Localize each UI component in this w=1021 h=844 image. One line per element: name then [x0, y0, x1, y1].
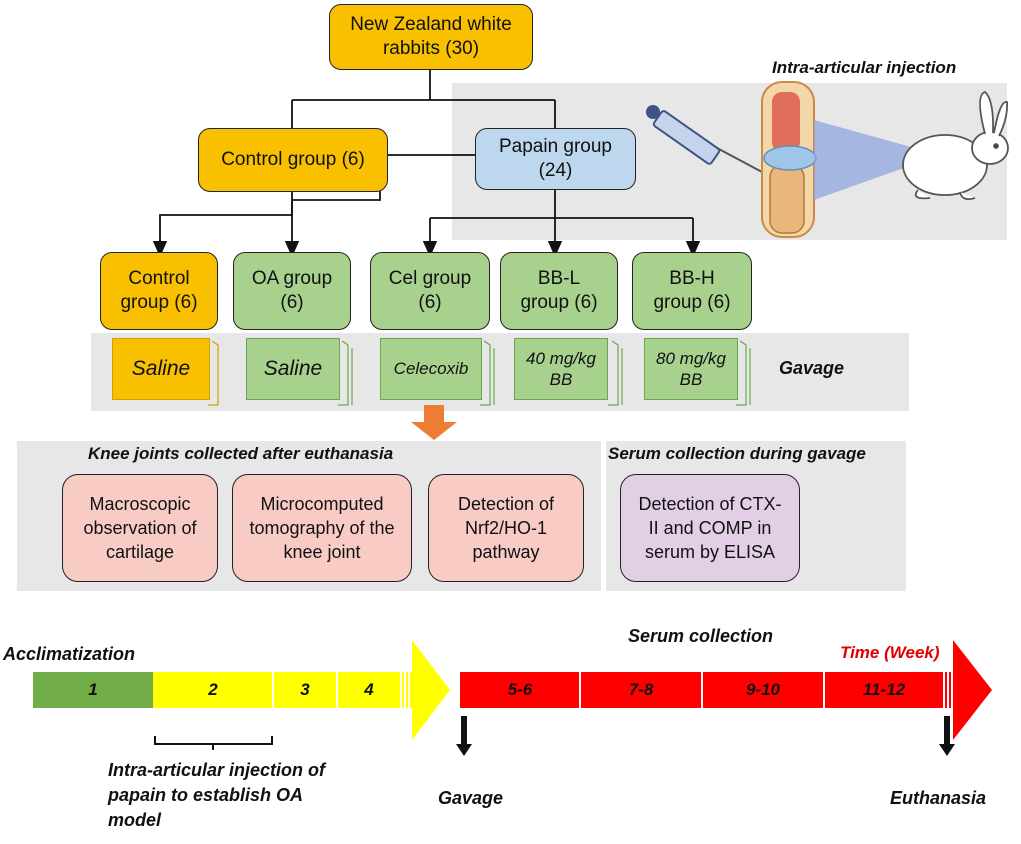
- control-group-label: Control group (6): [221, 149, 365, 170]
- down-arrow: [411, 405, 457, 440]
- gavage-time-label: Gavage: [438, 788, 504, 808]
- week-label: 11-12: [862, 680, 906, 699]
- knee-section-title: Knee joints collected after euthanasia: [88, 444, 394, 463]
- card-stacks: [208, 340, 751, 406]
- treatment-card: 80 mg/kg BB: [644, 338, 738, 400]
- subgroup-bb-h: BB-H group (6): [632, 252, 752, 330]
- control-group-box: Control group (6): [198, 128, 388, 192]
- assay-elisa: Detection of CTX-II and COMP in serum by…: [620, 474, 800, 582]
- subgroup-oa: OA group (6): [233, 252, 351, 330]
- subgroup-label: BB-H group (6): [653, 268, 731, 313]
- subgroup-label: BB-L group (6): [520, 268, 598, 313]
- projection-beam: [814, 120, 940, 200]
- assay-macroscopic: Macroscopic observation of cartilage: [62, 474, 218, 582]
- euthanasia-label: Euthanasia: [890, 788, 987, 808]
- knee-joint-icon: [761, 81, 817, 238]
- subgroup-label: Cel group (6): [388, 268, 472, 313]
- week-label: 7-8: [628, 680, 654, 699]
- red-separators: [579, 652, 953, 728]
- week-label: 5-6: [507, 680, 533, 699]
- week-label: 1: [88, 680, 98, 699]
- injection-label: Intra-articular injection: [772, 58, 957, 77]
- subgroup-label: Control group (6): [120, 268, 198, 313]
- subgroup-cel: Cel group (6): [370, 252, 490, 330]
- treatment-card: Celecoxib: [380, 338, 482, 400]
- root-box: New Zealand white rabbits (30): [329, 4, 533, 70]
- tree-connectors: [152, 70, 701, 258]
- week-label: 9-10: [745, 680, 781, 699]
- yellow-timeline-arrow: [33, 640, 450, 740]
- subgroup-bb-l: BB-L group (6): [500, 252, 618, 330]
- red-timeline-arrow: [460, 640, 992, 740]
- assay-micro-ct: Microcomputed tomography of the knee joi…: [232, 474, 412, 582]
- gavage-panel: [91, 333, 909, 411]
- syringe-icon: [646, 105, 763, 173]
- injection-bracket: [154, 736, 273, 750]
- injection-note: Intra-articular injection of papain to e…: [108, 760, 326, 830]
- yellow-separators: [272, 652, 410, 728]
- treatment-card: 40 mg/kg BB: [514, 338, 608, 400]
- subgroup-label: OA group (6): [251, 268, 333, 313]
- assay-nrf2: Detection of Nrf2/HO-1 pathway: [428, 474, 584, 582]
- papain-group-label: Papain group (24): [498, 136, 613, 181]
- week-label: 2: [208, 680, 218, 699]
- week-label: 4: [364, 680, 374, 699]
- gavage-label: Gavage: [779, 358, 845, 378]
- time-week-label: Time (Week): [840, 643, 940, 662]
- treatment-card: Saline: [112, 338, 210, 400]
- week-label: 3: [300, 680, 310, 699]
- subgroup-control: Control group (6): [100, 252, 218, 330]
- gavage-arrow: [456, 716, 472, 756]
- euthanasia-arrow: [939, 716, 955, 756]
- acclimatization-label: Acclimatization: [3, 644, 136, 664]
- treatment-card: Saline: [246, 338, 340, 400]
- root-label: New Zealand white rabbits (30): [350, 14, 512, 59]
- serum-collection-label: Serum collection: [628, 626, 774, 646]
- papain-group-box: Papain group (24): [475, 128, 636, 190]
- rabbit-icon: [902, 90, 1009, 201]
- week-1-band: [33, 672, 153, 708]
- serum-section-title: Serum collection during gavage: [608, 444, 866, 463]
